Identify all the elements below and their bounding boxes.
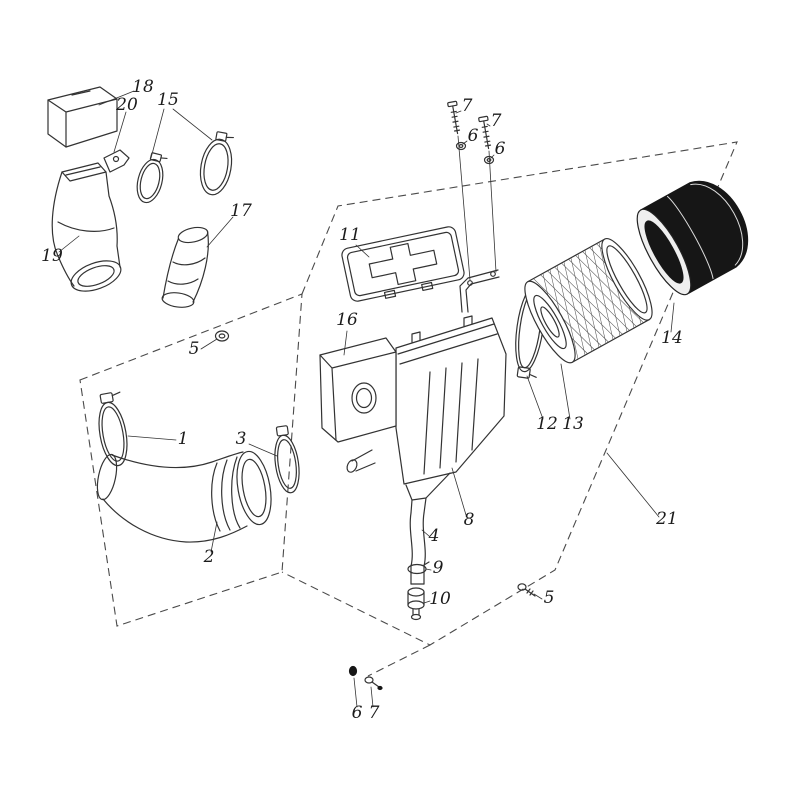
callout-4: 4 bbox=[428, 526, 440, 546]
leader-line bbox=[200, 338, 218, 350]
part-15-clamp-a bbox=[136, 152, 168, 204]
leader-line bbox=[423, 600, 431, 604]
screw-guide-line bbox=[457, 135, 471, 281]
leader-line bbox=[370, 686, 374, 708]
leader-line bbox=[113, 111, 127, 153]
callout-20: 20 bbox=[115, 95, 138, 115]
leader-line bbox=[462, 140, 468, 145]
boundary-main-group bbox=[281, 141, 738, 646]
part-3-clamp bbox=[274, 425, 300, 494]
callout-3: 3 bbox=[236, 429, 247, 449]
part-6-washer-a bbox=[455, 141, 467, 151]
leader-line bbox=[670, 302, 675, 333]
callout-15: 15 bbox=[157, 90, 179, 110]
callout-7-bottom: 7 bbox=[369, 703, 380, 723]
callout-14: 14 bbox=[661, 328, 683, 348]
callout-8: 8 bbox=[464, 510, 475, 530]
part-1-clamp bbox=[98, 391, 128, 467]
leader-line bbox=[355, 244, 370, 258]
leader-line bbox=[343, 330, 348, 356]
leader-line bbox=[98, 90, 135, 106]
callout-7-b: 7 bbox=[491, 111, 502, 131]
callout-5-lower: 5 bbox=[544, 588, 555, 608]
callout-11: 11 bbox=[339, 225, 361, 245]
leader-line bbox=[451, 467, 467, 516]
part-6-bolt-bottom bbox=[348, 665, 358, 677]
leader-line bbox=[58, 235, 80, 253]
callout-leader-lines bbox=[58, 90, 675, 708]
part-16-chamber bbox=[319, 337, 397, 443]
part-17-boot bbox=[161, 226, 209, 308]
leader-line bbox=[533, 593, 543, 600]
leader-line bbox=[172, 108, 213, 141]
part-18-cover-box bbox=[47, 86, 118, 148]
leader-line bbox=[490, 154, 495, 159]
callout-18: 18 bbox=[132, 77, 154, 97]
boundary-left-group bbox=[79, 293, 303, 627]
boundary-bottom-tail bbox=[367, 644, 431, 677]
leader-line bbox=[526, 375, 544, 420]
callout-6-bottom: 6 bbox=[352, 703, 363, 723]
leader-line bbox=[455, 110, 462, 114]
part-7-screw-bottom bbox=[364, 676, 383, 691]
part-7-screw-a bbox=[446, 100, 463, 135]
callout-21: 21 bbox=[655, 509, 678, 529]
leader-line bbox=[353, 677, 358, 708]
assembly-boundary-dashed bbox=[79, 141, 738, 677]
callout-9: 9 bbox=[433, 558, 444, 578]
leader-line bbox=[486, 123, 491, 127]
part-20-bracket bbox=[103, 149, 130, 173]
diagram-art: 18 20 15 17 19 5 11 7 6 7 6 16 1 3 2 8 4… bbox=[41, 77, 749, 723]
callout-6-a: 6 bbox=[468, 126, 479, 146]
screw-guide-line bbox=[488, 150, 497, 273]
leader-line bbox=[421, 529, 430, 537]
part-11-lid bbox=[341, 226, 465, 302]
part-10-drain-cap bbox=[407, 587, 425, 621]
part-5-screw-lower bbox=[517, 583, 536, 597]
part-6-washer-b bbox=[483, 155, 495, 165]
callout-12: 12 bbox=[536, 414, 558, 434]
part-2-intake-hose bbox=[96, 450, 272, 543]
callout-7-a: 7 bbox=[462, 96, 473, 116]
leader-line bbox=[150, 108, 165, 159]
leader-line bbox=[425, 568, 432, 571]
leader-line bbox=[206, 216, 234, 248]
callout-6-b: 6 bbox=[495, 139, 506, 159]
leader-line bbox=[560, 363, 571, 420]
callout-2: 2 bbox=[203, 547, 215, 567]
part-13-filter-element bbox=[524, 238, 653, 364]
leader-line bbox=[248, 443, 278, 457]
leader-line bbox=[127, 435, 177, 441]
leader-line bbox=[606, 452, 660, 518]
callout-17: 17 bbox=[230, 201, 252, 221]
leader-line bbox=[210, 521, 218, 553]
callout-5-upper: 5 bbox=[189, 339, 200, 359]
part-15-clamp-b bbox=[199, 131, 234, 196]
callout-1: 1 bbox=[178, 429, 189, 449]
part-14-end-boot bbox=[636, 180, 749, 296]
callout-16: 16 bbox=[336, 310, 358, 330]
part-19-intake-duct bbox=[51, 162, 122, 292]
callout-10: 10 bbox=[429, 589, 451, 609]
part-8-airbox-body bbox=[395, 269, 507, 514]
callout-19: 19 bbox=[41, 246, 63, 266]
part-8-inlet-tube bbox=[346, 449, 376, 473]
part-5-washer-upper bbox=[214, 330, 230, 342]
callout-13: 13 bbox=[562, 414, 584, 434]
